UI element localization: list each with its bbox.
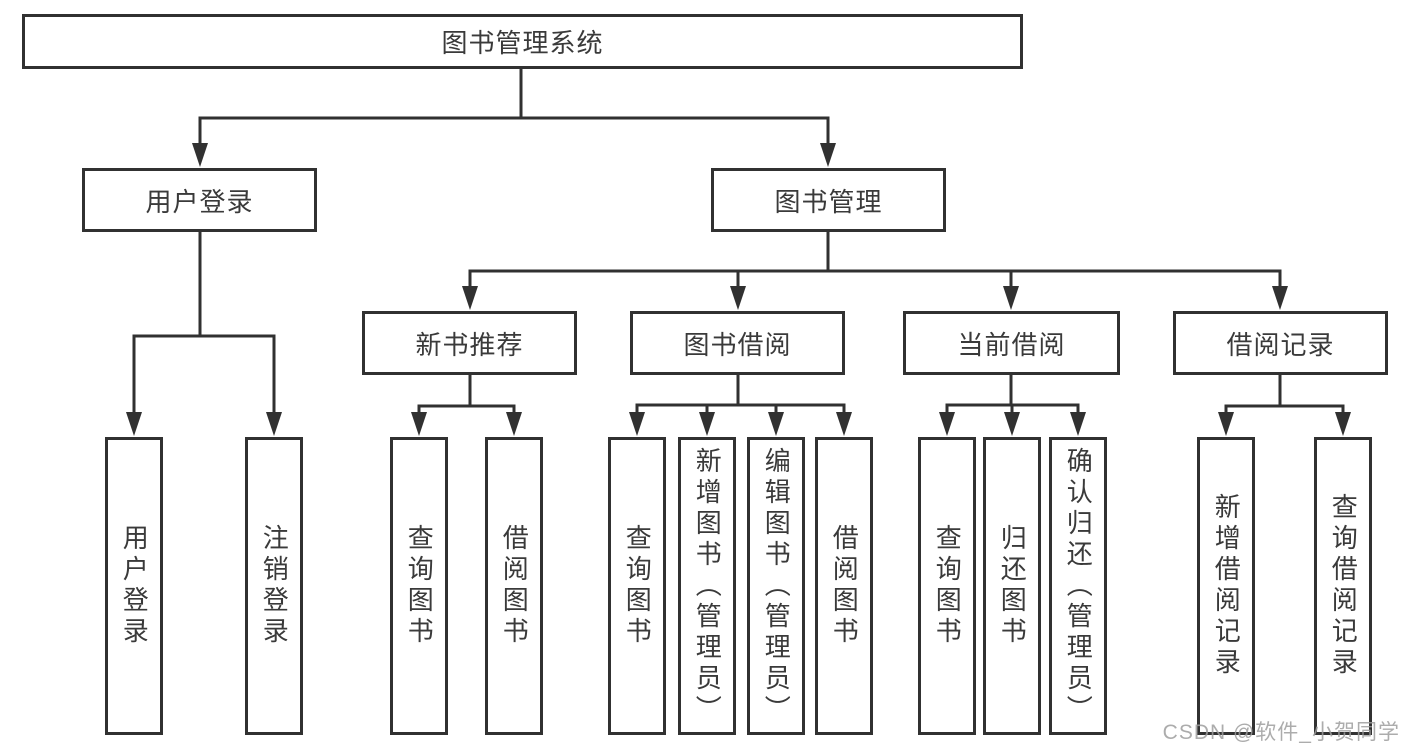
node-label: 新增图书（管理员）: [692, 446, 723, 726]
node-label: 编辑图书（管理员）: [761, 446, 792, 726]
node-label: 新增借阅记录: [1211, 493, 1242, 679]
node-library-management-system: 图书管理系统: [22, 14, 1023, 69]
node-label: 当前借阅: [957, 329, 1066, 360]
node-label: 查询图书: [404, 524, 435, 648]
tree-edges: [132, 66, 1345, 415]
node-label: 查询借阅记录: [1328, 493, 1359, 679]
node-current-borrowing: 当前借阅: [903, 311, 1120, 375]
csdn-watermark: CSDN @软件_小贺同学: [1162, 721, 1400, 744]
leaf-borrow-books-recommend: 借阅图书: [485, 437, 543, 735]
node-label: 新书推荐: [415, 329, 524, 360]
node-book-management: 图书管理: [711, 168, 946, 232]
node-label: 确认归还（管理员）: [1063, 446, 1094, 726]
node-label: 用户登录: [145, 186, 254, 217]
node-label: 查询图书: [622, 524, 653, 648]
leaf-add-borrow-record: 新增借阅记录: [1197, 437, 1255, 735]
arrowheads: [126, 143, 1351, 436]
leaf-query-books-borrowing: 查询图书: [608, 437, 666, 735]
leaf-query-borrow-record: 查询借阅记录: [1314, 437, 1372, 735]
node-label: 查询图书: [932, 524, 963, 648]
leaf-query-books-recommend: 查询图书: [390, 437, 448, 735]
leaf-user-login: 用户登录: [105, 437, 163, 735]
leaf-edit-books-admin: 编辑图书（管理员）: [747, 437, 805, 735]
node-label: 归还图书: [997, 524, 1028, 648]
leaf-confirm-return-admin: 确认归还（管理员）: [1049, 437, 1107, 735]
node-label: 用户登录: [119, 524, 150, 648]
node-label: 图书管理系统: [441, 28, 604, 58]
node-label: 借阅记录: [1226, 329, 1335, 360]
node-book-borrowing: 图书借阅: [630, 311, 845, 375]
leaf-query-books-current: 查询图书: [918, 437, 976, 735]
node-user-login: 用户登录: [82, 168, 317, 232]
leaf-return-books: 归还图书: [983, 437, 1041, 735]
node-new-book-recommendation: 新书推荐: [362, 311, 577, 375]
leaf-logout: 注销登录: [245, 437, 303, 735]
leaf-borrow-books-borrowing: 借阅图书: [815, 437, 873, 735]
node-label: 图书借阅: [683, 329, 792, 360]
node-label: 图书管理: [774, 186, 883, 217]
node-borrowing-records: 借阅记录: [1173, 311, 1388, 375]
node-label: 借阅图书: [499, 524, 530, 648]
node-label: 借阅图书: [829, 524, 860, 648]
leaf-add-books-admin: 新增图书（管理员）: [678, 437, 736, 735]
node-label: 注销登录: [259, 524, 290, 648]
